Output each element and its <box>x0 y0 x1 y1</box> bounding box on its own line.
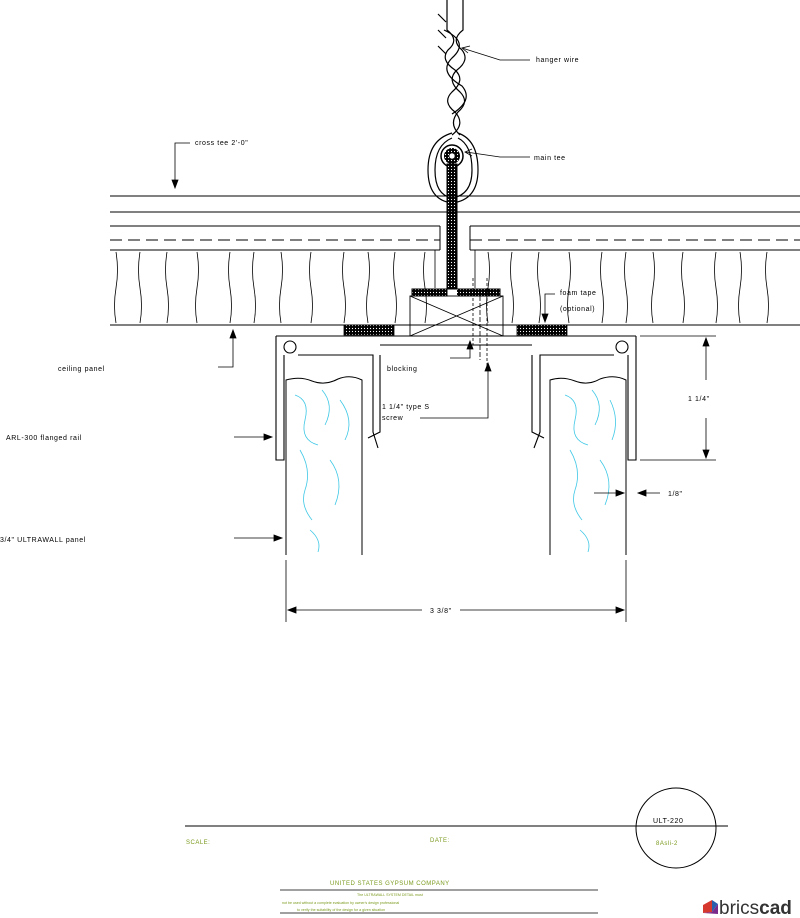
ceiling-fissure <box>195 251 199 324</box>
ceiling-fissure <box>567 251 571 324</box>
ceiling-fissure <box>714 251 718 324</box>
ceiling-fissure <box>252 251 256 324</box>
ceiling-fissure <box>624 251 628 324</box>
ceiling-fissure <box>138 251 142 324</box>
sheet-code: 8Asli-2 <box>656 841 678 847</box>
ceiling-panel <box>110 250 800 326</box>
bricscad-logo-text-a: brics <box>719 898 759 918</box>
label-screw-line2: screw <box>382 415 404 422</box>
label-ultrawall-panel: 3/4" ULTRAWALL panel <box>0 537 86 544</box>
ultrawall-panel-left <box>285 376 363 555</box>
ceiling-fissure <box>537 251 541 324</box>
date-label: DATE: <box>430 838 450 844</box>
drawing-number: ULT-220 <box>653 818 684 825</box>
dimension-overall-width: 3 3/8" <box>430 608 452 615</box>
ceiling-fissure <box>765 251 769 324</box>
title-block <box>185 787 728 914</box>
screw <box>472 278 488 370</box>
bricscad-logo-icon <box>703 900 718 914</box>
ceiling-fissure <box>114 251 118 324</box>
ultrawall-panel-right <box>549 376 627 555</box>
leader-lines <box>171 45 555 542</box>
label-main-tee: main tee <box>534 155 566 162</box>
ceiling-fissure <box>279 251 283 324</box>
ceiling-fissure <box>228 251 232 324</box>
label-cross-tee: cross tee 2'-0" <box>195 140 248 147</box>
ceiling-fissure <box>738 251 742 324</box>
bricscad-logo-text-b: cad <box>759 898 792 918</box>
disclaimer-line-2: not be used without a complete evaluatio… <box>282 901 399 905</box>
panel-wood-grain <box>294 389 616 553</box>
label-ceiling-panel: ceiling panel <box>58 366 105 373</box>
ceiling-fissure <box>342 251 346 324</box>
ceiling-fissure <box>423 251 427 324</box>
ceiling-fissure <box>393 251 397 324</box>
dimension-rail-height: 1 1/4" <box>688 396 710 403</box>
label-foam-tape-optional: (optional) <box>560 306 595 313</box>
company-name: UNITED STATES GYPSUM COMPANY <box>330 881 450 887</box>
ceiling-fissure <box>486 251 490 324</box>
foam-tape <box>343 324 568 336</box>
label-foam-tape: foam tape <box>560 290 597 297</box>
ceiling-fissure <box>681 251 685 324</box>
main-tee <box>411 144 501 297</box>
dimension-gap: 1/8" <box>668 491 683 498</box>
ceiling-fissure <box>366 251 370 324</box>
blocking <box>409 295 504 337</box>
flanged-rail <box>275 335 637 461</box>
ceiling-fissure <box>510 251 514 324</box>
ceiling-fissure <box>600 251 604 324</box>
bricscad-logo-text: bricscad <box>719 898 792 918</box>
label-hanger-wire: hanger wire <box>536 57 579 64</box>
label-flanged-rail: ARL-300 flanged rail <box>6 435 82 442</box>
ceiling-fissure <box>165 251 169 324</box>
disclaimer-line-1: The ULTRAWALL SYSTEM DETAIL must <box>357 893 423 897</box>
cross-tee <box>110 195 800 251</box>
disclaimer-line-3: to verify the suitability of the design … <box>297 908 385 912</box>
ceiling-fissure <box>651 251 655 324</box>
ceiling-fissure <box>309 251 313 324</box>
dimension-lines <box>285 335 716 622</box>
label-blocking: blocking <box>387 366 417 373</box>
scale-label: SCALE: <box>186 840 210 846</box>
bricscad-logo: bricscad <box>703 898 792 918</box>
label-screw-line1: 1 1/4" type S <box>382 404 430 411</box>
